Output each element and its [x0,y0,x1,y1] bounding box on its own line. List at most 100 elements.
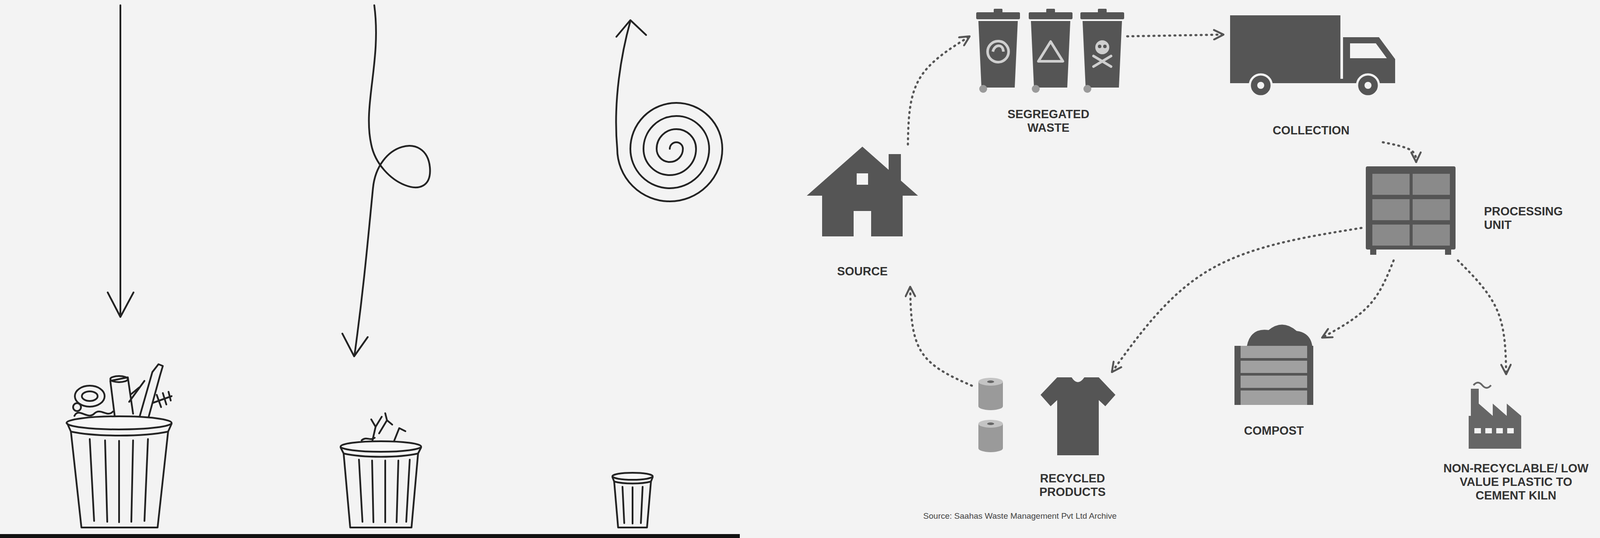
bins-icon [976,8,1125,93]
bins-icon-part [992,45,1004,53]
factory-icon-part [1485,428,1492,434]
compost-node: COMPOST [1225,317,1323,445]
compost-icon-part [1246,324,1313,347]
bins-icon-part [1082,21,1122,88]
node-label: NON-RECYCLABLE/ LOW VALUE PLASTIC TO CEM… [1439,461,1593,503]
recycled-products-icon-part [987,380,995,384]
bins-icon-part [987,41,1009,63]
bins-icon-part [976,12,1020,20]
truck-icon-part [1357,74,1379,97]
node-label: PROCESSING UNIT [1483,204,1572,233]
full-bin-part [110,376,128,383]
flow-arrow [1322,260,1394,338]
full-bin-part [81,391,98,401]
recycled-products-icon-part [978,402,1003,411]
half-bin-part [343,453,419,458]
empty-bin-part [612,472,653,480]
flow-arrow [1127,34,1224,37]
half-bin-part [371,413,406,443]
compost-icon-part [1234,345,1314,405]
loopy-arrow [342,5,430,357]
full-bin-part [110,377,134,416]
house-icon-part [856,173,869,185]
flow-arrow [1458,260,1507,375]
half-bin-part [340,447,422,528]
full-bin-part [67,423,172,528]
loopy-arrow-part [354,5,430,355]
bins-icon-part [1080,12,1125,20]
compost-icon-part [1240,387,1308,391]
bins-icon-part [1038,41,1063,62]
factory-icon-part [1474,428,1481,434]
truck-icon-part [1350,43,1387,59]
compost-icon-part [1307,345,1314,405]
bins-icon-part [1028,12,1073,20]
flow-arrow [1111,228,1362,373]
truck-icon-part [1364,81,1372,89]
factory-icon-part [1478,403,1522,416]
half-bin-part [361,437,375,441]
bins-icon-part [1093,56,1112,67]
factory-icon [1468,382,1522,449]
full-bin-part [139,364,163,420]
house-icon-part [888,154,901,182]
recycled-products-icon [978,377,1116,456]
flow-arrow [1382,142,1417,162]
full-bin-part [153,391,172,408]
empty-bin-part [614,481,651,484]
full-bin-part [89,439,148,523]
bottom-rule [0,534,740,538]
empty-bin-part [622,486,643,524]
node-label: COMPOST [1225,424,1323,438]
spiral-arrow-part [616,20,647,37]
house-icon [806,146,918,237]
processing-unit-icon-part [1372,173,1410,195]
house-icon-part [806,146,918,196]
bins-icon-part [979,84,988,93]
full-bin [66,364,172,528]
recycled-products-icon-part [1040,377,1116,456]
truck-icon-part [1230,15,1341,81]
processing-unit-icon-part [1412,199,1450,221]
truck-icon [1230,15,1396,97]
recycled-products-icon-part [978,419,1003,428]
half-bin [340,413,422,528]
loopy-arrow-part [342,333,368,357]
kiln-node: NON-RECYCLABLE/ LOW VALUE PLASTIC TO CEM… [1435,374,1596,515]
node-label: RECYCLED PRODUCTS [1030,471,1115,500]
bins-icon-part [1031,84,1040,93]
straight-arrow [107,5,134,317]
processing-node: PROCESSING UNIT [1361,161,1576,261]
bins-icon-part [1095,40,1110,55]
products-node: RECYCLED PRODUCTS [971,372,1119,508]
factory-icon-part [1473,382,1491,388]
processing-unit-icon-part [1365,166,1456,250]
processing-unit-icon-part [1370,248,1377,255]
compost-icon [1234,324,1314,405]
full-bin-part [66,416,172,430]
straight-arrow-part [107,292,134,317]
bins-icon-part [1097,44,1102,49]
source-note: Source: Saahas Waste Management Pvt Ltd … [879,511,1161,521]
flow-arrow [907,36,970,145]
source-node: SOURCE [805,144,920,287]
bins-icon-part [1083,84,1092,93]
house-icon-part [853,210,872,237]
processing-unit-icon-part [1372,224,1410,246]
truck-icon-part [1257,81,1265,89]
bins-icon-part [1030,21,1071,88]
factory-icon-part [1496,428,1503,434]
full-bin-part [70,431,169,436]
processing-unit-icon-part [1445,248,1452,255]
full-bin-part [73,403,81,412]
factory-icon-part [1507,428,1514,434]
node-label: SOURCE [805,264,920,279]
half-bin-part [358,459,410,523]
full-bin-part [129,380,145,402]
processing-unit-icon-part [1372,199,1410,221]
full-bin-part [74,411,113,416]
node-label: SEGREGATED WASTE [998,107,1099,135]
compost-icon-part [1234,345,1241,405]
